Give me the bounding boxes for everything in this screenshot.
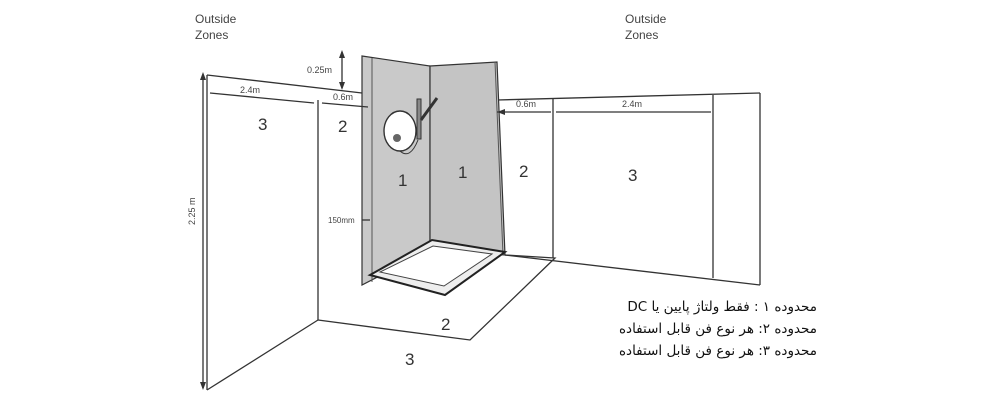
floor-edge-right bbox=[504, 254, 761, 286]
legend-zone-3: محدوده ۳: هر نوع فن قابل استفاده bbox=[618, 343, 817, 359]
right-wall-top bbox=[496, 92, 761, 101]
legend-zone-2: محدوده ۲: هر نوع فن قابل استفاده bbox=[618, 321, 817, 337]
zone-2-right: 2 bbox=[519, 162, 528, 181]
floor-edge-left bbox=[206, 319, 319, 391]
dim-2-4m-right: 2.4m bbox=[622, 99, 642, 109]
dim-0-25m: 0.25m bbox=[307, 65, 332, 75]
zone-2-left: 2 bbox=[338, 117, 347, 136]
floor-zone2-outline bbox=[317, 254, 557, 341]
left-wall-top bbox=[206, 74, 363, 94]
shower-wall-right bbox=[429, 61, 506, 256]
dim-0-6m-left: 0.6m bbox=[333, 92, 353, 102]
zone-1-right: 1 bbox=[458, 163, 467, 182]
shower-unit-icon bbox=[383, 110, 417, 152]
zone-2-floor: 2 bbox=[441, 315, 450, 334]
zone-3-right: 3 bbox=[628, 166, 637, 185]
dim-2-4m-left: 2.4m bbox=[240, 85, 260, 95]
zone-3-floor: 3 bbox=[405, 350, 414, 369]
zone-3-left: 3 bbox=[258, 115, 267, 134]
dim-0-6m-right: 0.6m bbox=[516, 99, 536, 109]
dim-150mm: 150mm bbox=[328, 216, 355, 225]
zone-legend: محدوده ۱ : فقط ولتاژ پایین یا DC محدوده … bbox=[585, 296, 817, 362]
dim-2-25m: 2.25 m bbox=[187, 197, 197, 225]
zone-1-left: 1 bbox=[398, 171, 407, 190]
legend-zone-1: محدوده ۱ : فقط ولتاژ پایین یا DC bbox=[627, 299, 817, 315]
